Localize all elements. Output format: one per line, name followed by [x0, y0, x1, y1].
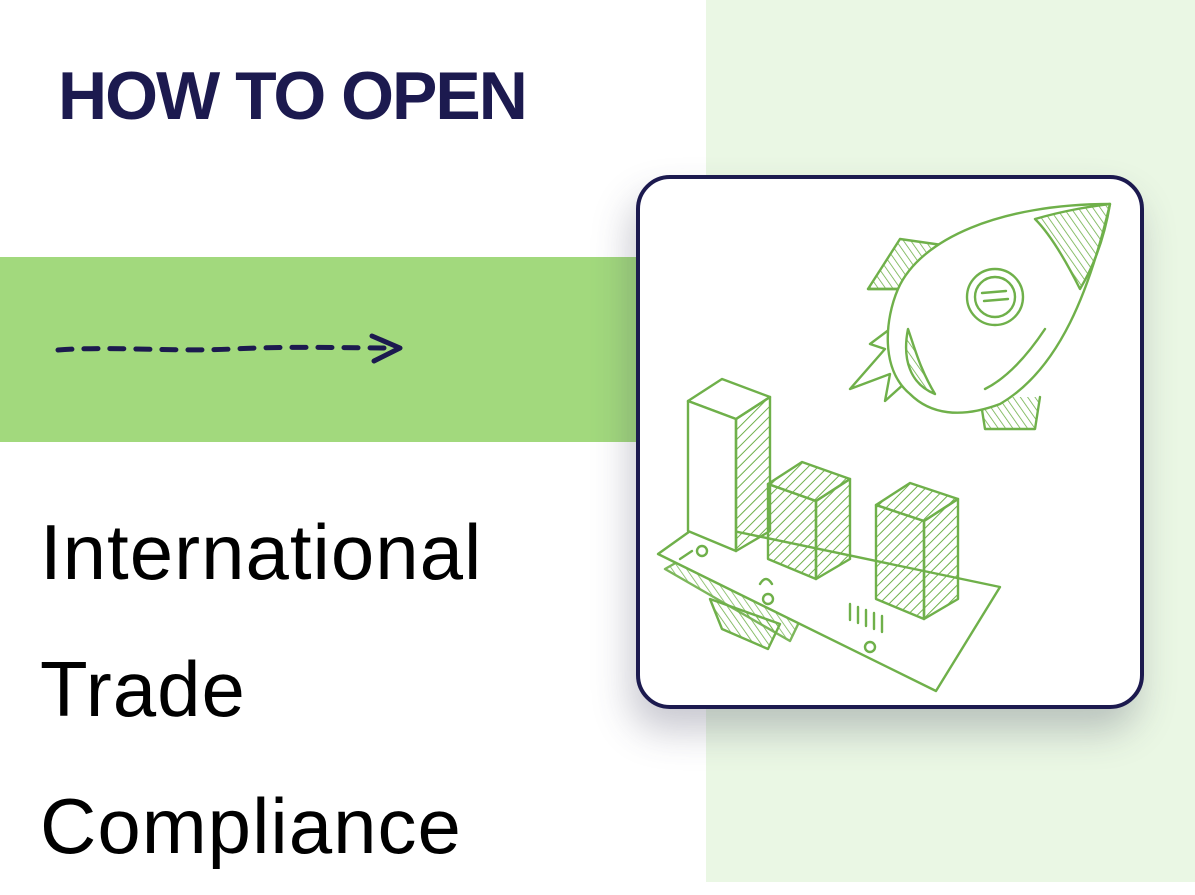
- kicker-heading: HOW TO OPEN: [58, 58, 528, 134]
- dashed-arrow-icon: [55, 333, 403, 364]
- rocket-and-growth-chart-illustration: [656, 202, 1112, 693]
- title-line-3: Compliance: [40, 782, 462, 870]
- title-line-1: International: [40, 508, 483, 596]
- main-title: International Trade Compliance: [40, 484, 482, 895]
- illustration-card: [636, 175, 1144, 709]
- title-line-2: Trade: [40, 645, 246, 733]
